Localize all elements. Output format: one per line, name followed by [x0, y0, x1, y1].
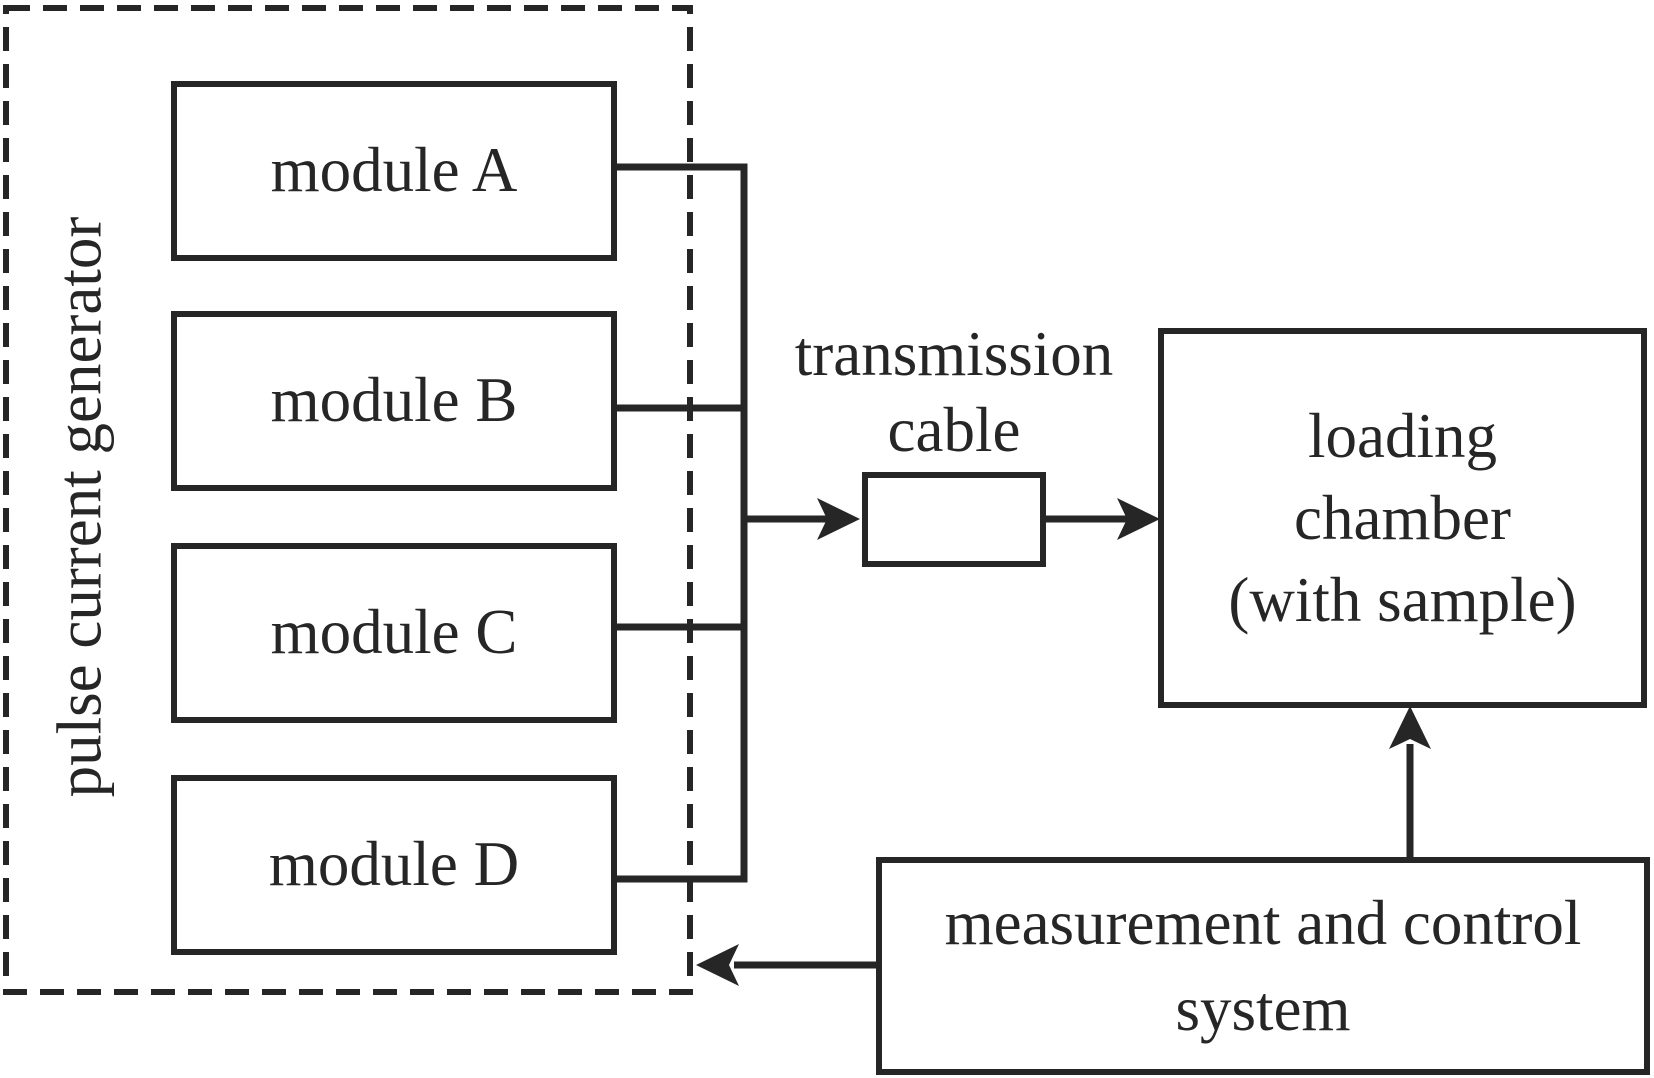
transmission-cable-label: transmission cable — [795, 316, 1114, 468]
bus-to-cable-arrowhead-icon — [817, 498, 860, 540]
pulse-generator-dashed-border — [3, 5, 693, 995]
module-a-label: module A — [270, 135, 518, 206]
cable-to-chamber-arrowhead-icon — [1117, 498, 1160, 540]
control-to-chamber-arrowhead-icon — [1389, 706, 1431, 749]
module-d-box: module D — [171, 775, 617, 955]
module-d-label: module D — [268, 829, 520, 900]
pulse-generator-label: pulse current generator — [44, 216, 115, 798]
loading-chamber-label: loading chamber (with sample) — [1228, 395, 1576, 641]
transmission-cable-label-line2: cable — [887, 395, 1021, 465]
loading-chamber-box: loading chamber (with sample) — [1158, 328, 1647, 708]
measurement-control-label-line1: measurement and control — [944, 888, 1582, 958]
module-b-label: module B — [270, 365, 518, 436]
loading-chamber-label-line2: chamber — [1294, 483, 1511, 553]
transmission-cable-box — [862, 472, 1046, 567]
loading-chamber-label-line1: loading — [1308, 401, 1497, 471]
measurement-control-label-line2: system — [1175, 974, 1351, 1044]
module-a-box: module A — [171, 81, 617, 261]
measurement-control-label: measurement and control system — [945, 880, 1582, 1052]
module-c-label: module C — [270, 597, 518, 668]
transmission-cable-label-line1: transmission — [794, 319, 1114, 389]
control-to-generator-arrowhead-icon — [696, 944, 739, 986]
module-c-box: module C — [171, 543, 617, 723]
measurement-control-box: measurement and control system — [876, 857, 1650, 1075]
loading-chamber-label-line3: (with sample) — [1228, 565, 1577, 635]
module-b-box: module B — [171, 311, 617, 491]
